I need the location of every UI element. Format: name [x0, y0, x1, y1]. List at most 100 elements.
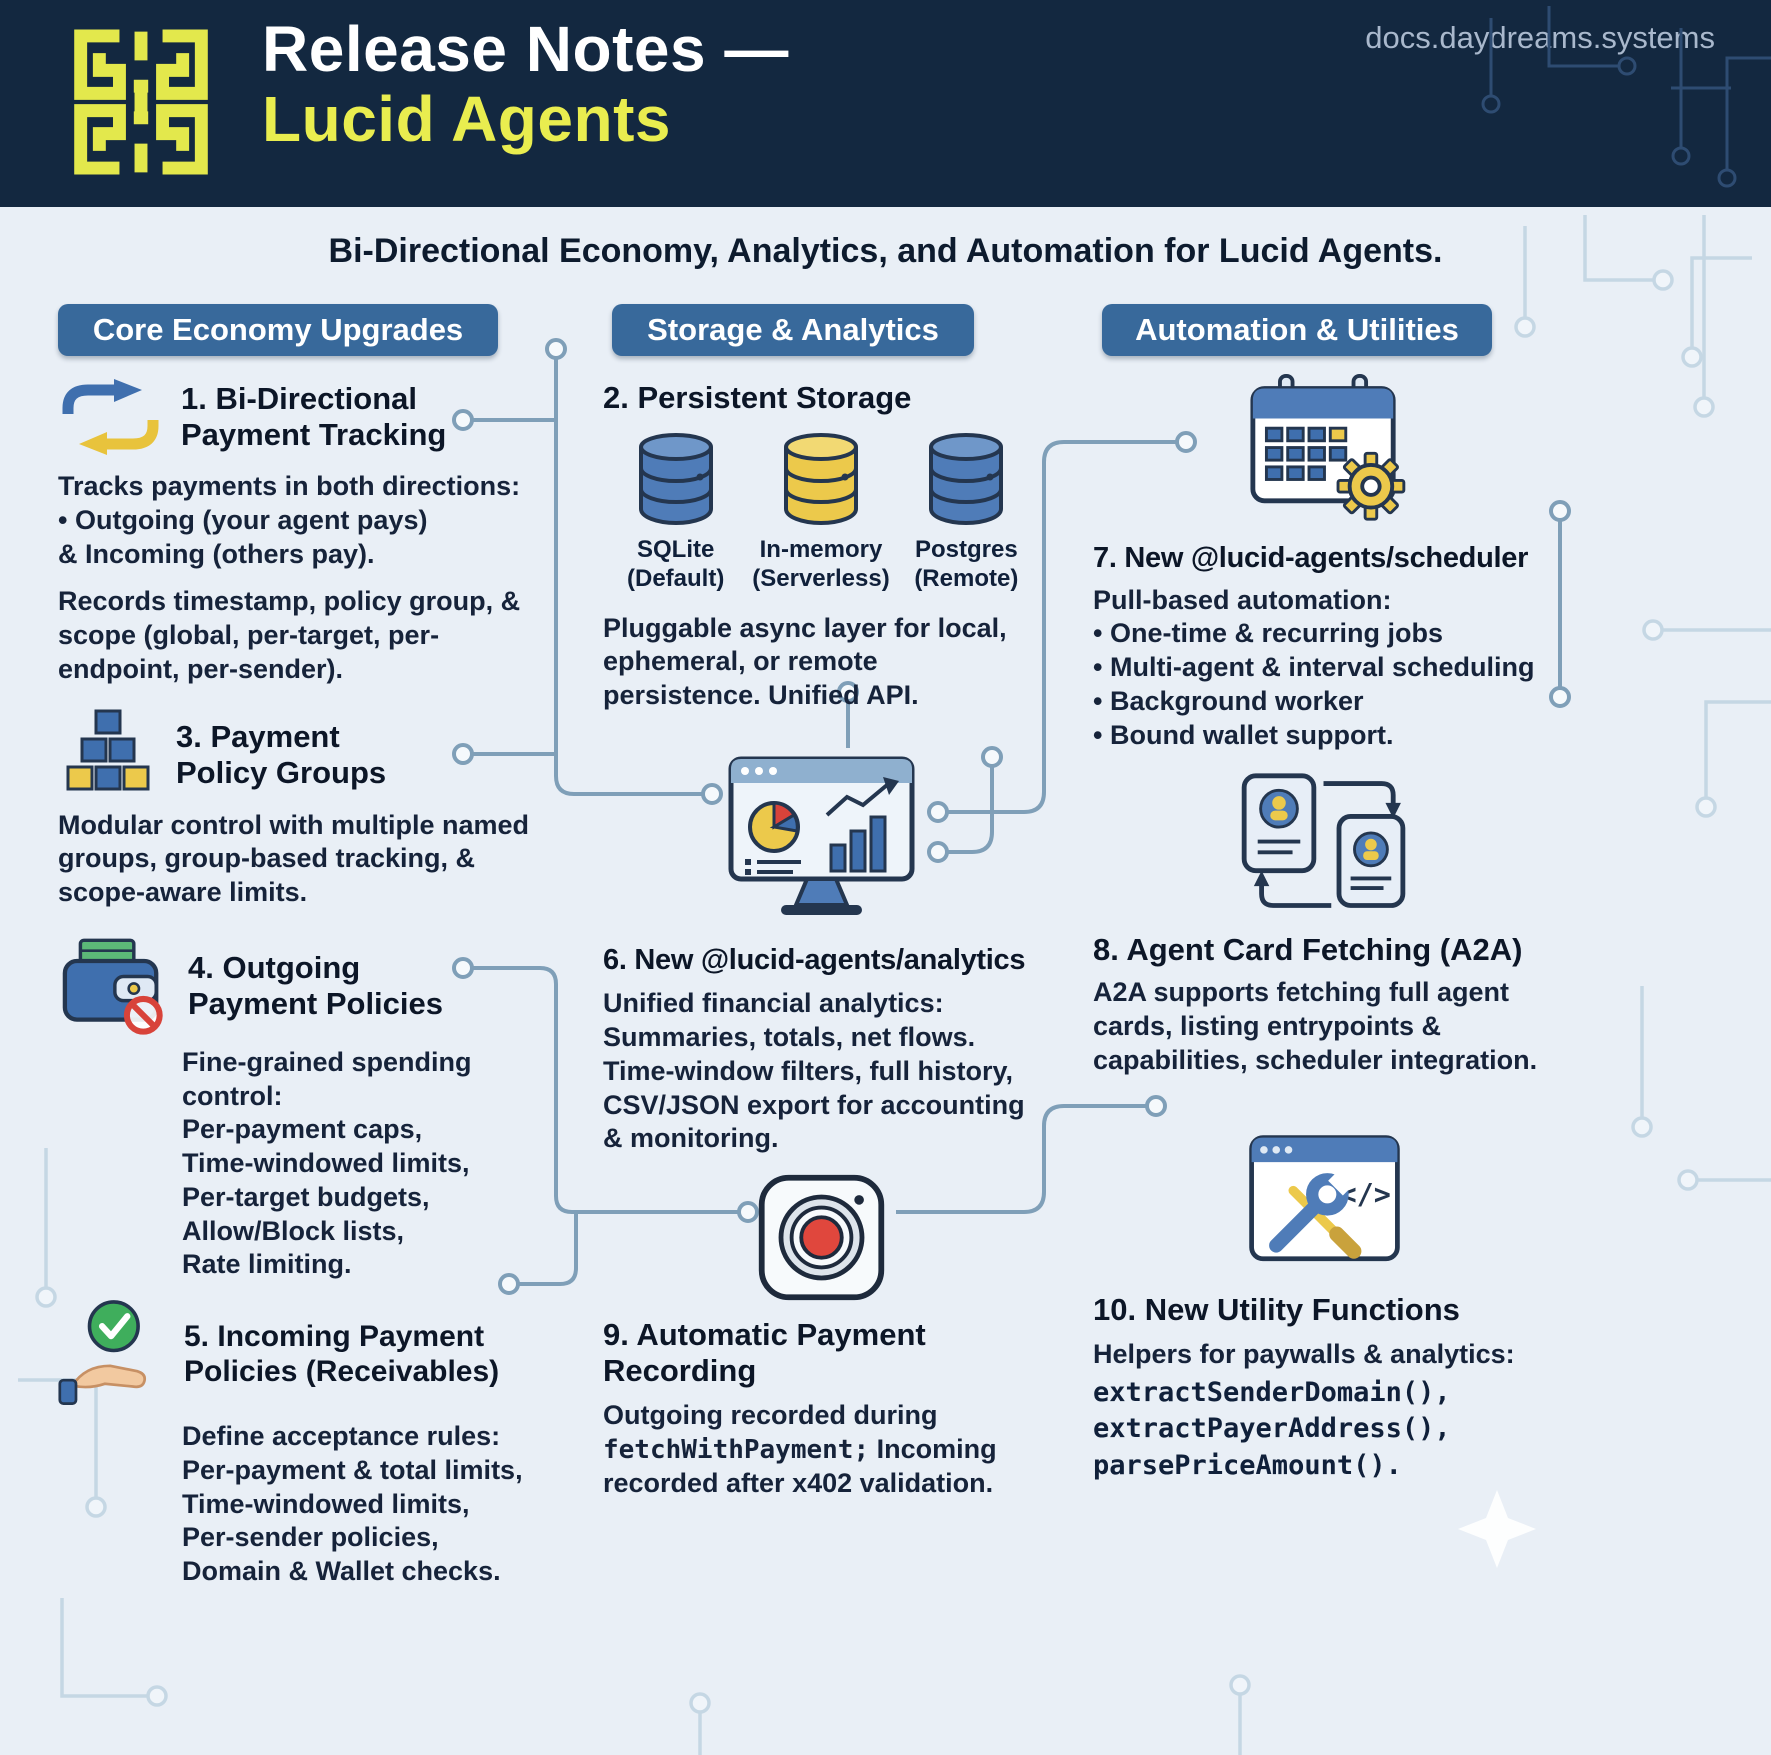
feature-body: Fine-grained spending control: Per-payme…: [182, 1046, 536, 1282]
title-line-2: Lucid Agents: [262, 83, 671, 156]
feature-body: Pull-based automation: • One-time & recu…: [1093, 584, 1555, 753]
bullet-line: • Bound wallet support.: [1093, 719, 1394, 750]
body-line: Per-target budgets,: [182, 1181, 430, 1212]
db-sub: (Serverless): [752, 564, 890, 592]
body-paragraph: Pluggable async layer for local, ephemer…: [603, 612, 1007, 711]
db-postgres: Postgres (Remote): [894, 430, 1039, 594]
feature-title: 7. New @lucid-agents/scheduler: [1093, 542, 1529, 574]
feature-10-utility-functions: </> 10. New Utility Functions Helpers fo…: [1093, 1130, 1555, 1484]
body-line: Pull-based automation:: [1093, 584, 1392, 615]
body-paragraph: A2A supports fetching full agent cards, …: [1093, 977, 1538, 1075]
db-name: Postgres: [914, 535, 1018, 563]
feature-5-incoming-payment-policies: 5. Incoming Payment Policies (Receivable…: [58, 1296, 536, 1589]
body-line: Define acceptance rules:: [182, 1421, 501, 1451]
body-paragraph: Unified financial analytics: Summaries, …: [603, 988, 1025, 1154]
analytics-monitor-icon: [728, 756, 914, 915]
feature-title-line: Payment Policies: [188, 985, 444, 1021]
feature-8-agent-card-fetching: 8. Agent Card Fetching (A2A) A2A support…: [1093, 770, 1555, 1077]
feature-title-line: Recording: [603, 1353, 757, 1389]
database-icon: [783, 432, 858, 525]
feature-title: 8. Agent Card Fetching (A2A): [1093, 932, 1523, 968]
db-sub: (Default): [627, 564, 725, 592]
inline-code: fetchWithPayment;: [603, 1434, 870, 1465]
feature-title-line: Payment Tracking: [181, 417, 447, 452]
code-block: extractSenderDomain(), extractPayerAddre…: [1093, 1375, 1555, 1484]
database-label: SQLite (Default): [627, 536, 724, 594]
feature-title-line: Policies (Receivables): [184, 1355, 500, 1388]
body-line: & Incoming (others pay).: [58, 538, 375, 569]
section-header-automation-utilities: Automation & Utilities: [1102, 304, 1492, 356]
db-name: In-memory: [759, 535, 883, 563]
bullet-line: • One-time & recurring jobs: [1093, 618, 1444, 649]
feature-9-automatic-payment-recording: 9. Automatic Payment Recording Outgoing …: [603, 1170, 1039, 1500]
code-line: parsePriceAmount().: [1093, 1449, 1402, 1481]
policy-groups-pyramid-icon: [66, 709, 150, 790]
bullet-line: • Multi-agent & interval scheduling: [1093, 652, 1535, 683]
database-icon: [929, 432, 1004, 525]
feature-title: 1. Bi-Directional Payment Tracking: [181, 381, 446, 453]
browser-tools-icon: </>: [1248, 1134, 1400, 1261]
column-core-economy: 1. Bi-Directional Payment Tracking Track…: [58, 372, 536, 1589]
column-storage-analytics: 2. Persistent Storage SQLite (Default): [603, 372, 1039, 1500]
code-line: extractSenderDomain(),: [1093, 1377, 1451, 1409]
feature-title-line: 3. Payment: [176, 718, 340, 754]
database-options: SQLite (Default) In-memory (Serverless): [603, 430, 1039, 594]
body-line: Allow/Block lists,: [182, 1215, 405, 1246]
record-button-icon: [758, 1174, 884, 1301]
brain-knot-logo-icon: [74, 29, 208, 175]
column-automation-utilities: 7. New @lucid-agents/scheduler Pull-base…: [1093, 372, 1555, 1484]
feature-title-line: 1. Bi-Directional: [181, 381, 417, 417]
feature-title: 6. New @lucid-agents/analytics: [603, 943, 1026, 976]
feature-7-scheduler: 7. New @lucid-agents/scheduler Pull-base…: [1093, 374, 1555, 752]
calendar-gear-icon: [1250, 374, 1406, 521]
code-line: extractPayerAddress(),: [1093, 1413, 1451, 1445]
body-line: Per-payment & total limits,: [182, 1454, 523, 1485]
body-line: Rate limiting.: [182, 1249, 352, 1280]
feature-3-payment-policy-groups: 3. Payment Policy Groups Modular control…: [58, 709, 536, 910]
body-line: Time-windowed limits,: [182, 1488, 470, 1519]
header: Release Notes — Lucid Agents docs.daydre…: [0, 0, 1771, 207]
feature-title: 9. Automatic Payment Recording: [603, 1317, 1039, 1389]
feature-2-persistent-storage: 2. Persistent Storage SQLite (Default): [603, 380, 1039, 713]
body-line: • Outgoing (your agent pays): [58, 504, 428, 535]
sparkle-star: [1458, 1490, 1536, 1568]
section-header-core-economy: Core Economy Upgrades: [58, 304, 498, 356]
body-line: Time-windowed limits,: [182, 1148, 470, 1178]
body-paragraph: Outgoing recorded during fetchWithPaymen…: [603, 1399, 1039, 1500]
feature-title: 10. New Utility Functions: [1093, 1291, 1460, 1327]
db-sqlite: SQLite (Default): [603, 430, 748, 594]
body-text: Incoming recorded after x402 validation.: [603, 1433, 997, 1498]
db-in-memory: In-memory (Serverless): [748, 430, 893, 594]
db-sub: (Remote): [914, 564, 1019, 592]
body-line: Per-payment caps,: [182, 1114, 423, 1145]
body-line: Per-sender policies,: [182, 1522, 439, 1553]
database-label: Postgres (Remote): [914, 536, 1018, 594]
body-line: Tracks payments in both directions:: [58, 471, 521, 501]
feature-title-line: 4. Outgoing: [188, 949, 361, 985]
wallet-blocked-icon: [62, 938, 163, 1035]
feature-title: 2. Persistent Storage: [603, 380, 912, 415]
body-line: Fine-grained spending control:: [182, 1046, 472, 1111]
hand-check-icon: [58, 1300, 147, 1405]
body-paragraph: Modular control with multiple named grou…: [58, 809, 530, 908]
feature-title: 5. Incoming Payment Policies (Receivable…: [184, 1320, 499, 1390]
bullet-line: • Background worker: [1093, 685, 1364, 716]
db-name: SQLite: [636, 535, 715, 563]
feature-title: 4. Outgoing Payment Policies: [188, 950, 443, 1022]
site-url: docs.daydreams.systems: [1365, 20, 1715, 55]
section-header-storage-analytics: Storage & Analytics: [612, 304, 974, 356]
feature-6-analytics: 6. New @lucid-agents/analytics Unified f…: [603, 753, 1039, 1156]
feature-title-line: 9. Automatic Payment: [603, 1317, 926, 1353]
header-circuit-decoration: [1481, 6, 1771, 188]
page-title: Release Notes — Lucid Agents: [262, 14, 789, 155]
feature-title-line: 5. Incoming Payment: [184, 1320, 485, 1354]
database-label: In-memory (Serverless): [752, 536, 889, 594]
body-line: Domain & Wallet checks.: [182, 1556, 501, 1586]
subtitle: Bi-Directional Economy, Analytics, and A…: [328, 232, 1443, 270]
feature-4-outgoing-payment-policies: 4. Outgoing Payment Policies Fine-graine…: [58, 934, 536, 1282]
body-line: Helpers for paywalls & analytics:: [1093, 1338, 1515, 1369]
feature-body: Define acceptance rules: Per-payment & t…: [182, 1420, 536, 1589]
body-paragraph: Records timestamp, policy group, & scope…: [58, 586, 521, 684]
title-line-1: Release Notes —: [262, 13, 789, 85]
